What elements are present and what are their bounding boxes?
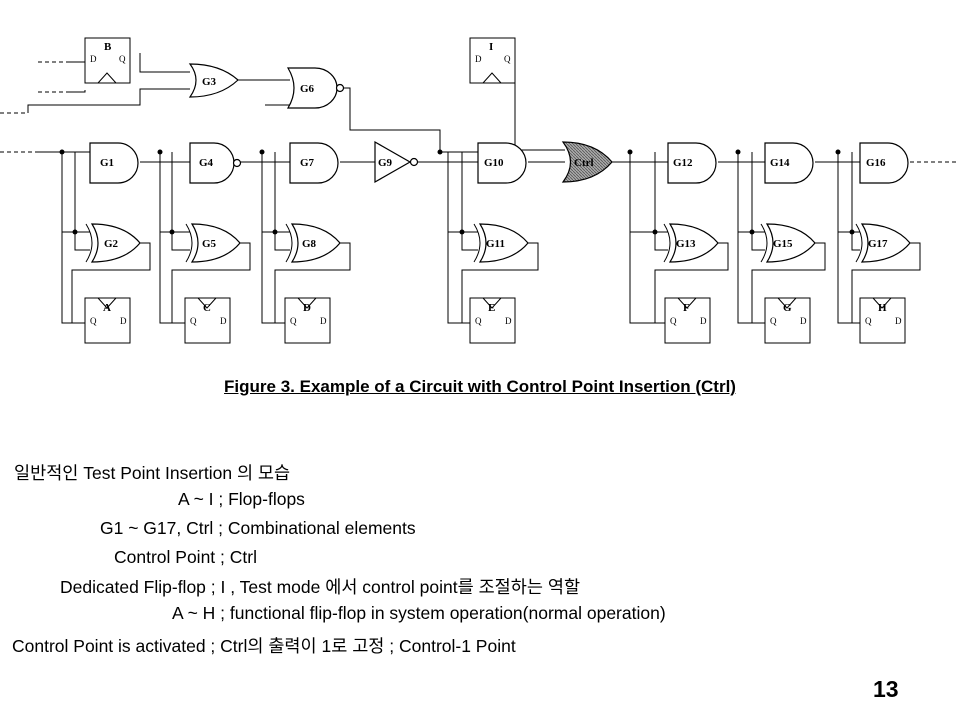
pin-label: Q — [865, 316, 872, 326]
pin-label: D — [505, 316, 512, 326]
svg-text:G9: G9 — [378, 157, 393, 169]
flip-flop-label: D — [303, 302, 311, 314]
pin-label: D — [700, 316, 707, 326]
svg-text:G16: G16 — [866, 157, 886, 169]
gate-g9: G9 — [374, 140, 419, 184]
svg-text:G1: G1 — [100, 157, 114, 169]
pin-label: Q — [190, 316, 197, 326]
pin-label: D — [90, 54, 97, 64]
flip-flop-e: E Q D — [469, 297, 516, 344]
gate-g10: G10 — [477, 142, 527, 184]
flip-flop-a: A Q D — [84, 297, 131, 344]
gate-g11: G11 — [473, 223, 529, 263]
pin-label: Q — [119, 54, 126, 64]
flip-flop-label: F — [683, 302, 690, 314]
pin-label: Q — [504, 54, 511, 64]
note-line-1: 일반적인 Test Point Insertion 의 모습 — [14, 463, 291, 483]
gate-g6: G6 — [286, 67, 345, 109]
pin-label: D — [320, 316, 327, 326]
note-line-5: Dedicated Flip-flop ; I , Test mode 에서 c… — [60, 577, 581, 597]
figure-caption: Figure 3. Example of a Circuit with Cont… — [224, 377, 736, 396]
note-line-7: Control Point is activated ; Ctrl의 출력이 1… — [12, 636, 516, 656]
note-line-6: A ~ H ; functional flip-flop in system o… — [172, 603, 666, 623]
wires — [0, 53, 958, 324]
flip-flop-label: H — [878, 302, 887, 314]
note-line-3: G1 ~ G17, Ctrl ; Combinational elements — [100, 518, 416, 538]
pin-label: D — [220, 316, 227, 326]
gate-g15: G15 — [760, 223, 816, 263]
gate-ctrl: Ctrl — [561, 141, 613, 183]
note-line-2: A ~ I ; Flop-flops — [178, 489, 305, 509]
pin-label: Q — [475, 316, 482, 326]
flip-flop-h: H Q D — [859, 297, 906, 344]
note-line-4: Control Point ; Ctrl — [114, 547, 257, 567]
gate-g2: G2 — [85, 223, 141, 263]
page-number: 13 — [873, 676, 899, 702]
svg-text:G2: G2 — [104, 238, 119, 250]
gate-g5: G5 — [185, 223, 241, 263]
pin-label: Q — [670, 316, 677, 326]
svg-text:Ctrl: Ctrl — [574, 157, 594, 169]
gate-g8: G8 — [285, 223, 341, 263]
svg-text:G14: G14 — [770, 157, 790, 169]
gate-g12: G12 — [667, 142, 717, 184]
pin-label: D — [475, 54, 482, 64]
pin-label: Q — [770, 316, 777, 326]
svg-text:G11: G11 — [486, 238, 505, 250]
flip-flop-label: G — [783, 302, 792, 314]
gate-g3: G3 — [188, 63, 239, 98]
svg-text:G12: G12 — [673, 157, 693, 169]
flip-flop-label: A — [103, 302, 111, 314]
pin-label: D — [895, 316, 902, 326]
gate-g1: G1 — [89, 142, 139, 184]
svg-text:G4: G4 — [199, 157, 214, 169]
gate-g4: G4 — [189, 142, 242, 184]
flip-flop-label: B — [104, 41, 112, 53]
svg-text:G7: G7 — [300, 157, 315, 169]
flip-flop-f: F Q D — [664, 297, 711, 344]
svg-text:G3: G3 — [202, 76, 217, 88]
pin-label: Q — [290, 316, 297, 326]
flip-flop-label: E — [488, 302, 495, 314]
flip-flop-d: D Q D — [284, 297, 331, 344]
svg-text:G17: G17 — [868, 238, 888, 250]
svg-text:G5: G5 — [202, 238, 217, 250]
gate-g17: G17 — [855, 223, 911, 263]
svg-text:G10: G10 — [484, 157, 504, 169]
flip-flop-i: I D Q — [469, 37, 516, 84]
flip-flop-label: I — [489, 41, 493, 53]
flip-flop-label: C — [203, 302, 211, 314]
pin-label: Q — [90, 316, 97, 326]
gate-g14: G14 — [764, 142, 814, 184]
svg-text:G8: G8 — [302, 238, 317, 250]
svg-text:G6: G6 — [300, 83, 315, 95]
flip-flop-g: G Q D — [764, 297, 811, 344]
flip-flop-c: C Q D — [184, 297, 231, 344]
gate-g16: G16 — [859, 142, 909, 184]
circuit-diagram: B D Q I D Q A Q D C Q D D Q D E Q D — [0, 37, 958, 344]
gate-g7: G7 — [289, 142, 339, 184]
svg-text:G15: G15 — [773, 238, 793, 250]
gate-g13: G13 — [663, 223, 719, 263]
pin-label: D — [120, 316, 127, 326]
svg-text:G13: G13 — [676, 238, 696, 250]
flip-flop-b: B D Q — [84, 37, 131, 84]
pin-label: D — [800, 316, 807, 326]
